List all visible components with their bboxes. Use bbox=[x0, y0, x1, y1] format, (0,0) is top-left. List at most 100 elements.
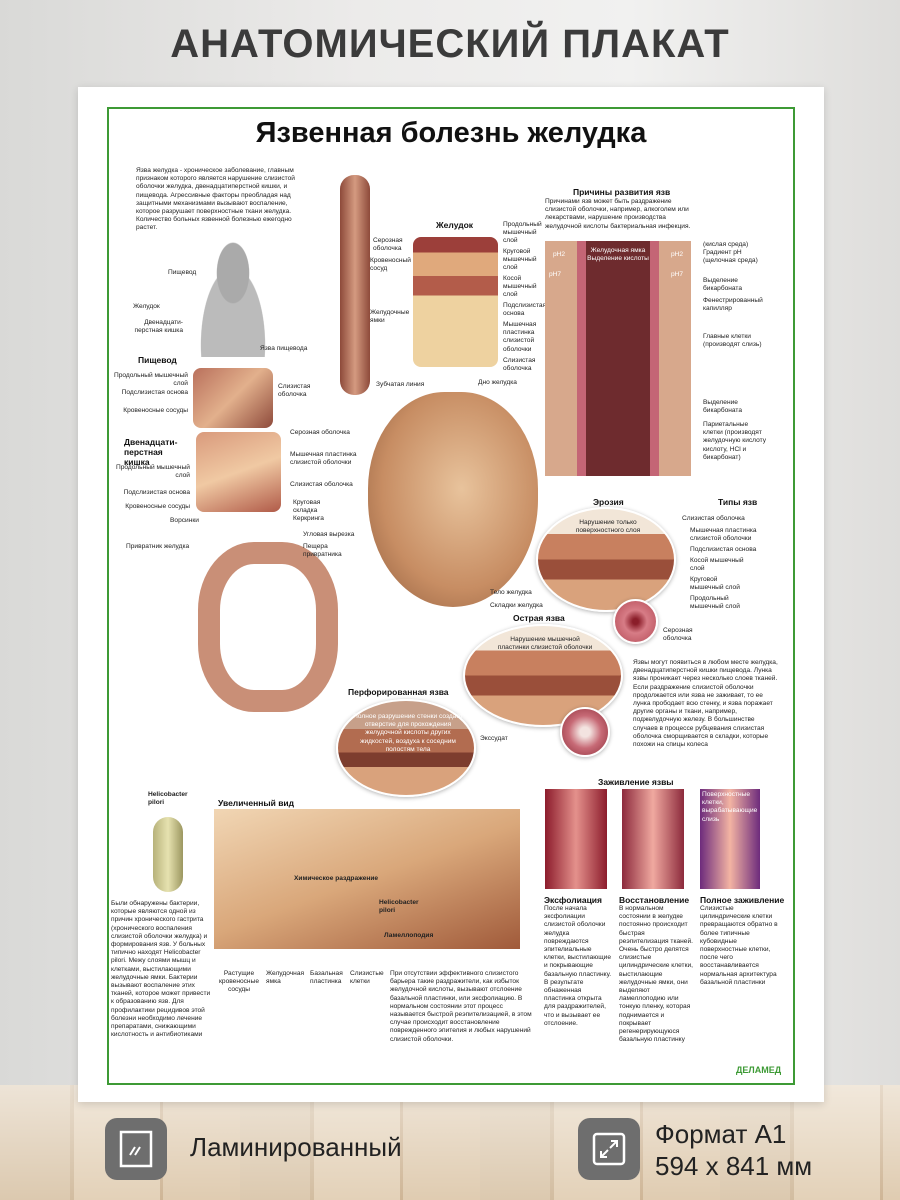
label: Экссудат bbox=[480, 735, 508, 742]
ulcer-description-text: Язвы могут появиться в любом месте желуд… bbox=[633, 659, 778, 749]
label: Слизистая оболочка bbox=[682, 515, 745, 522]
esophagus-tube-illustration bbox=[340, 175, 370, 395]
poster: Язвенная болезнь желудка Язва желудка - … bbox=[78, 87, 824, 1102]
healing-stage-title: Восстановление bbox=[619, 895, 690, 905]
label: Главные клетки (производят слизь) bbox=[703, 333, 762, 349]
erosion-heading: Эрозия bbox=[593, 497, 624, 507]
label: Пещера привратника bbox=[303, 543, 342, 559]
label: Подслизистая основа bbox=[121, 389, 188, 396]
label: Базальная пластинка bbox=[310, 970, 343, 986]
page-title: АНАТОМИЧЕСКИЙ ПЛАКАТ bbox=[170, 22, 730, 66]
helicobacter-illustration bbox=[153, 817, 183, 892]
label: Круговой мышечный слой bbox=[690, 576, 740, 592]
causes-heading: Причины развития язв bbox=[573, 187, 671, 197]
human-silhouette-illustration bbox=[188, 237, 278, 357]
perforated-ulcer-heading: Перфорированная язва bbox=[348, 687, 449, 697]
label: Складки желудка bbox=[490, 602, 543, 609]
stomach-wall-illustration bbox=[413, 237, 498, 367]
label: Фенестрированный капилляр bbox=[703, 297, 763, 313]
healing-stage-text: Слизистые цилиндрические клетки превраща… bbox=[700, 905, 778, 986]
size-label: 594 x 841 мм bbox=[655, 1151, 813, 1181]
label: pH7 bbox=[671, 271, 684, 278]
esophagus-heading: Пищевод bbox=[138, 355, 177, 365]
ulcer-types-heading: Типы язв bbox=[718, 497, 758, 507]
acute-ulcer-photo bbox=[560, 707, 610, 757]
label: Продольный мышечный слой bbox=[503, 221, 542, 245]
label: Кровеносный сосуд bbox=[370, 257, 411, 273]
label: (кислая среда) Градиент pH (щелочная сре… bbox=[703, 241, 758, 265]
barrier-text: При отсутствии эффективного слизистого б… bbox=[390, 970, 532, 1043]
duodenum-heading: Двенадцати-перстная кишка bbox=[124, 437, 178, 467]
esophagus-layers-illustration bbox=[193, 368, 273, 428]
label: Продольный мышечный слой bbox=[114, 372, 188, 388]
label: pH2 bbox=[671, 251, 684, 258]
label: Слизистая оболочка bbox=[290, 481, 353, 488]
label: Желудочная ямка bbox=[590, 247, 646, 254]
label: Выделение кислоты bbox=[587, 255, 649, 262]
erosion-illustration: Нарушение только поверхностного слоя bbox=[536, 507, 676, 612]
perforated-ulcer-illustration: Полное разрушение стенки создает отверст… bbox=[336, 699, 476, 797]
label: Желудочная ямка bbox=[266, 970, 305, 986]
label: Нарушение только поверхностного слоя bbox=[575, 519, 641, 535]
label: Слизистая оболочка bbox=[278, 383, 311, 399]
label: Круговая складка Керкринга bbox=[293, 499, 324, 523]
label: Продольный мышечный слой bbox=[690, 595, 740, 611]
label: Кровеносные сосуды bbox=[123, 407, 188, 414]
gastric-pit-illustration: Желудочная ямка Выделение кислоты pH2 pH… bbox=[545, 241, 691, 476]
healing-stage-title: Полное заживление bbox=[700, 895, 785, 905]
intro-text: Язва желудка - хроническое заболевание, … bbox=[136, 167, 295, 232]
label: Серозная оболочка bbox=[290, 429, 350, 436]
delamed-logo: ДЕЛАМЕД bbox=[736, 1065, 782, 1075]
label: Угловая вырезка bbox=[303, 531, 355, 538]
label: Мышечная пластинка слизистой оболочки bbox=[503, 321, 537, 353]
label: Привратник желудка bbox=[126, 543, 190, 550]
label: Полное разрушение стенки создает отверст… bbox=[353, 713, 463, 753]
healing-stage-text: В нормальном состоянии в желудке постоян… bbox=[619, 905, 693, 1044]
wooden-floor bbox=[0, 1085, 900, 1200]
healing-heading: Заживление язвы bbox=[598, 777, 674, 787]
label: Двенадцати-перстная кишка bbox=[134, 319, 184, 335]
label: Поверхностные клетки, вырабатывающие сли… bbox=[702, 791, 758, 823]
label: Косой мышечный слой bbox=[690, 557, 744, 573]
label: Продольный мышечный слой bbox=[116, 464, 190, 480]
label: Выделение бикарбоната bbox=[703, 399, 743, 415]
label: Язва пищевода bbox=[260, 345, 308, 352]
healing-stage-2-illustration bbox=[622, 789, 684, 889]
label: Ламеллоподия bbox=[384, 932, 434, 939]
stomach-heading: Желудок bbox=[436, 220, 474, 230]
label: Желудок bbox=[133, 303, 160, 310]
label: Дно желудка bbox=[478, 379, 517, 386]
magnified-view-heading: Увеличенный вид bbox=[218, 798, 295, 808]
label: Выделение бикарбоната bbox=[703, 277, 743, 293]
label: Париетальные клетки (производят желудочн… bbox=[703, 421, 767, 461]
duodenum-layers-illustration bbox=[196, 432, 281, 512]
duodenum-illustration bbox=[198, 542, 338, 712]
label: Нарушение мышечной пластинки слизистой о… bbox=[497, 636, 593, 652]
label: Серозная оболочка bbox=[373, 237, 403, 253]
label: Подслизистая основа bbox=[503, 302, 547, 318]
acute-ulcer-heading: Острая язва bbox=[513, 613, 565, 623]
label: Тело желудка bbox=[490, 589, 532, 596]
label: Серозная оболочка bbox=[663, 627, 693, 643]
magnified-tissue-illustration: Химическое раздражение Helicobacter pilo… bbox=[214, 809, 520, 949]
bacteria-text: Были обнаружены бактерии, которые являют… bbox=[111, 900, 211, 1039]
causes-text: Причинами язв может быть раздражение сли… bbox=[545, 198, 691, 230]
label: Helicobacter pilori bbox=[148, 791, 188, 807]
label: Подслизистая основа bbox=[123, 489, 190, 496]
label: pH2 bbox=[553, 251, 566, 258]
label: Зубчатая линия bbox=[376, 381, 425, 388]
healing-stage-1-illustration bbox=[545, 789, 607, 889]
label: Мышечная пластинка слизистой оболочки bbox=[290, 451, 357, 467]
label: Слизистая оболочка bbox=[503, 357, 536, 373]
resize-icon bbox=[578, 1118, 640, 1180]
healing-stage-title: Эксфолиация bbox=[544, 895, 602, 905]
label: Круговой мышечный слой bbox=[503, 248, 537, 272]
healing-stage-text: После начала эксфолиации слизистой оболо… bbox=[544, 905, 612, 1027]
laminated-label: Ламинированный bbox=[190, 1132, 402, 1162]
label: Пищевод bbox=[168, 269, 197, 276]
poster-frame bbox=[107, 107, 795, 1085]
poster-title: Язвенная болезнь желудка bbox=[255, 117, 647, 149]
stomach-illustration bbox=[368, 392, 538, 607]
label: Желудочные ямки bbox=[370, 309, 410, 325]
label: Слизистые клетки bbox=[350, 970, 384, 986]
